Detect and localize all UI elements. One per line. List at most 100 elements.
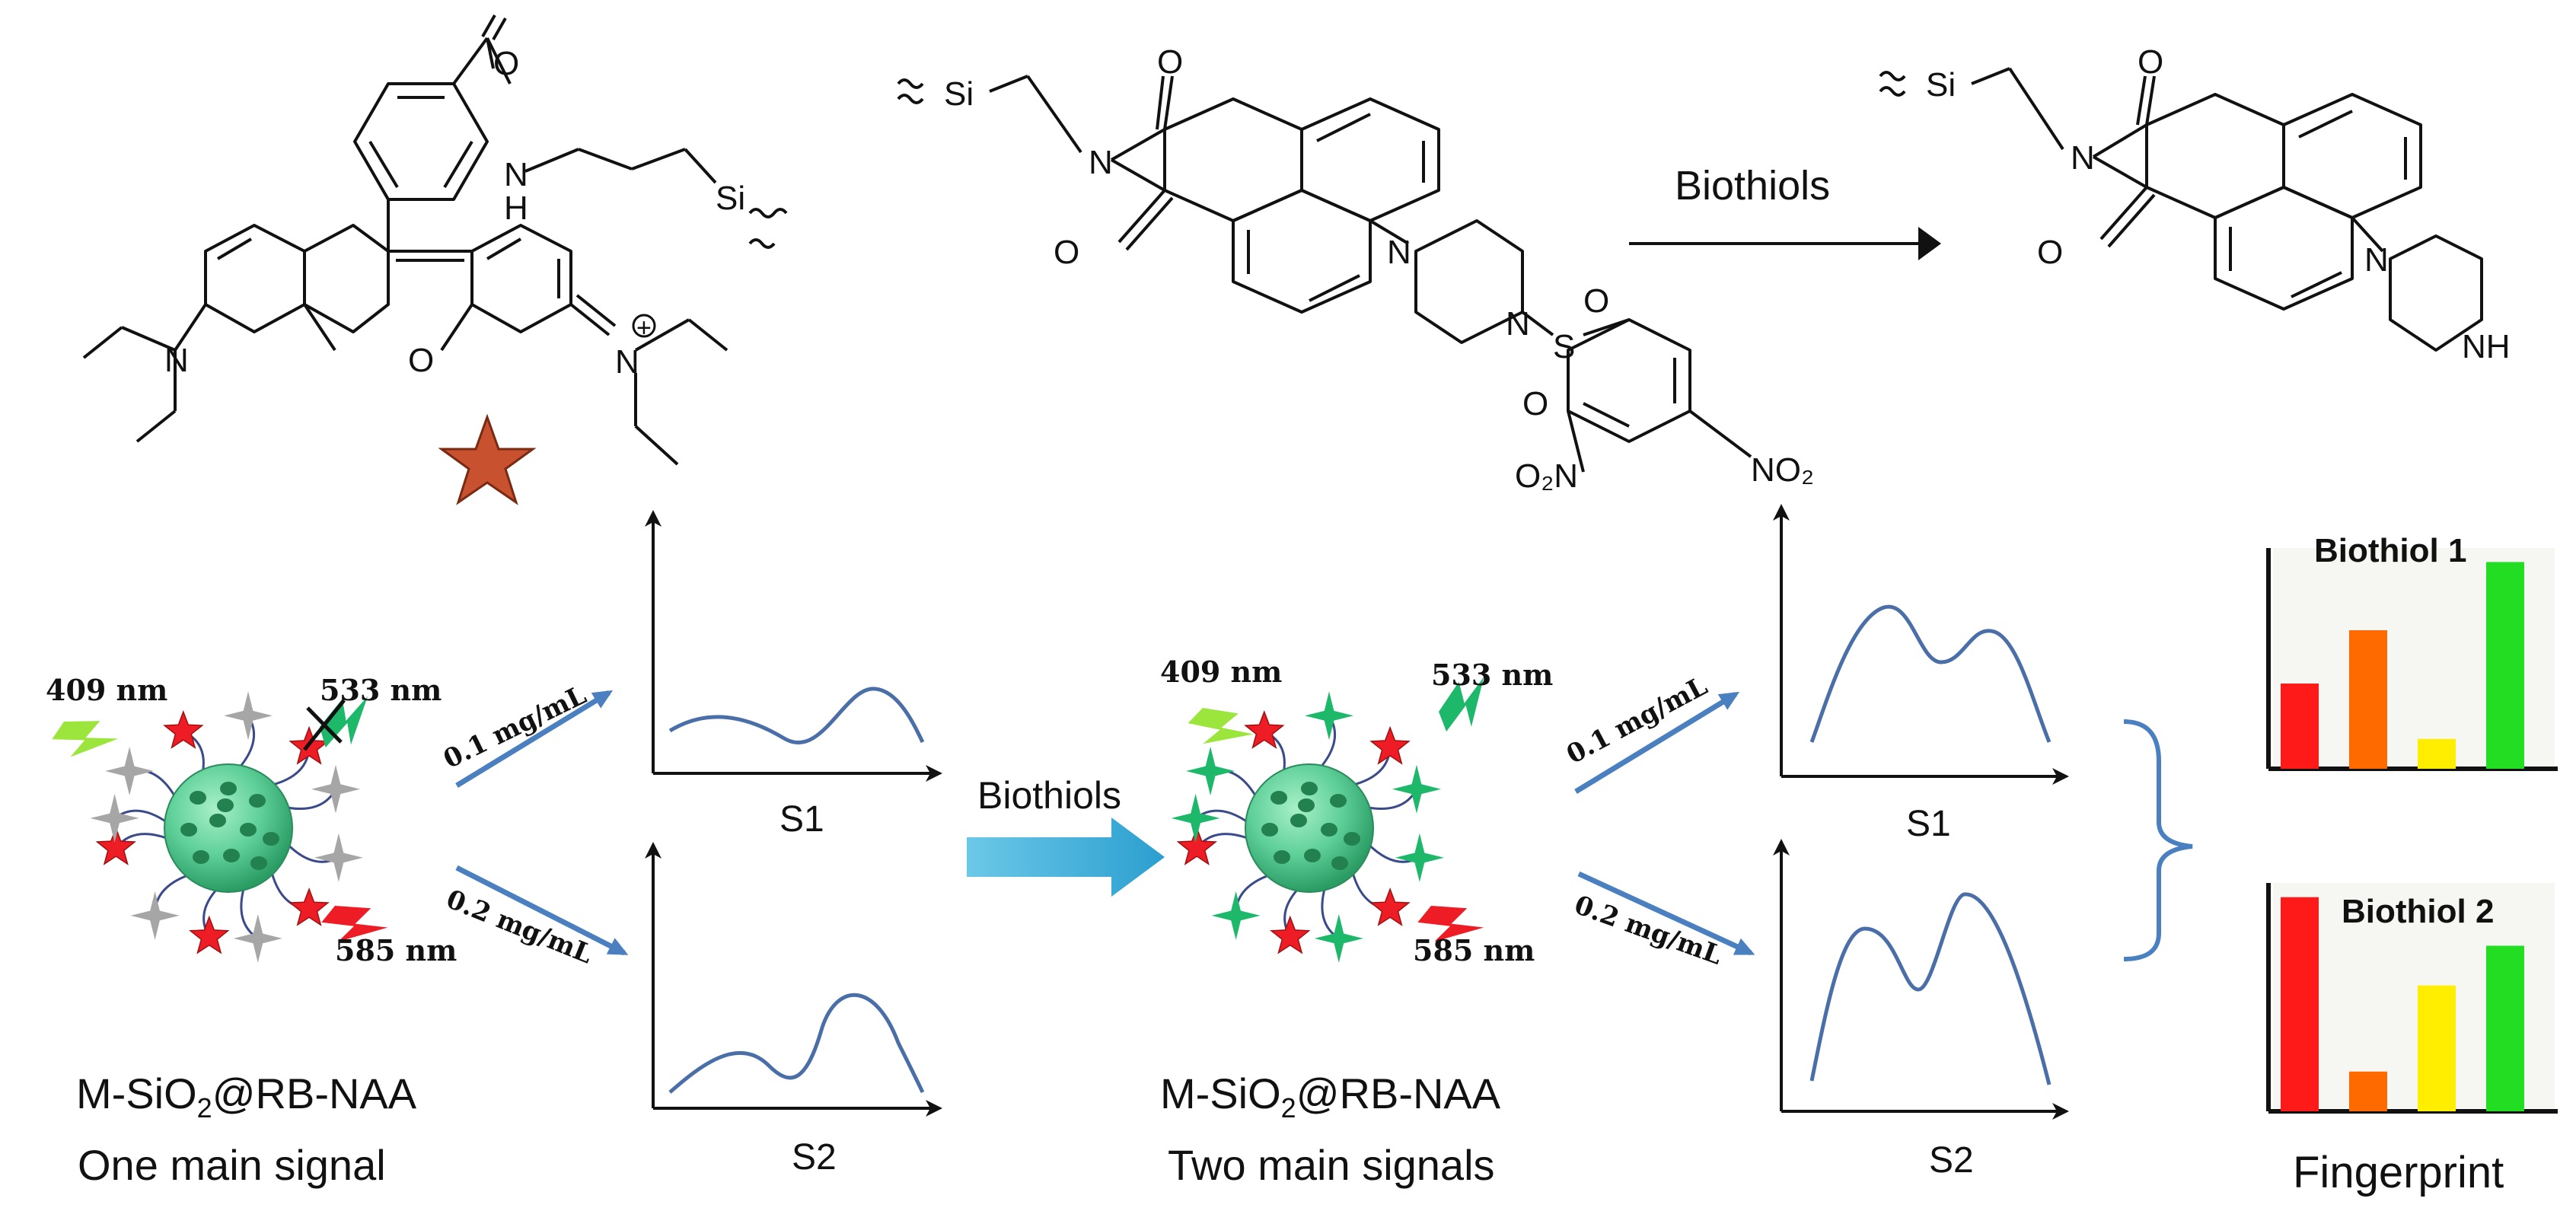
gray-star-icon [314,833,363,882]
pore [223,849,240,862]
pore [1290,814,1307,827]
red-emission-bolt-icon [321,906,388,942]
fingerprint-bar [2281,684,2319,769]
pore [1270,791,1287,805]
atom-plus: + [636,314,652,343]
gray-star-icon [311,764,360,814]
atom-o: O [2037,234,2063,271]
pore [1301,782,1318,795]
red-star-icon [289,887,330,926]
spectrum-s2-left [645,842,942,1117]
left-ex-label: 409 nm [46,673,167,707]
gray-star-icon [130,891,180,940]
red-star-icon [1369,725,1411,765]
linker [1235,873,1271,916]
atom-o: O [1157,43,1183,81]
red-star-icon [1176,826,1218,865]
pore [250,856,267,870]
atom-n: N [164,342,189,379]
green-star-icon [1171,793,1220,843]
product-structure [1879,67,2483,352]
pore [1274,850,1290,864]
green-star-icon [1395,833,1444,882]
product-atom-labels: Si O N O N NH [1926,43,2511,365]
pore [240,823,257,837]
conc-arrow-lower-left [455,865,629,956]
rhodamine-structure [82,14,788,466]
pore [1304,849,1321,862]
spectrum-label-s1-left: S1 [779,799,824,840]
mid-green-em-label: 533 nm [1431,658,1553,692]
red-star-icon [1369,887,1411,926]
gray-star-icon [90,793,139,843]
fingerprint-chart-2 [2266,883,2558,1114]
atom-si: Si [944,75,974,113]
pore [190,791,206,805]
red-star-icon [163,709,204,749]
red-star-icon [189,915,230,955]
red-star-icon [1244,709,1285,749]
pore [1321,823,1337,837]
atom-n: N [1089,144,1113,181]
green-star-icon [1186,747,1235,795]
conc-arrow-lower-right [1577,871,1755,956]
spectrum-s1-left [645,510,942,782]
spectrum-s1-right [1773,504,2069,785]
fingerprint-bar [2349,1071,2387,1111]
reaction-label: Biothiols [1675,163,1830,209]
spectrum-label-s1-right: S1 [1906,804,1951,844]
mid-particle-name: M-SiO2@RB-NAA [1160,1069,1501,1123]
atom-n: N [504,156,528,193]
pore [1298,798,1315,812]
left-particle-name: M-SiO2@RB-NAA [76,1069,417,1123]
gray-star-icon [224,691,273,741]
fingerprint-title-1: Biothiol 1 [2314,532,2466,569]
fingerprint-bar [2486,945,2524,1111]
atom-n: N [615,343,639,381]
green-emission-bolt-icon [1439,677,1484,732]
fingerprint-bar [2281,897,2319,1111]
atom-n: N [1387,234,1411,271]
pore [249,794,266,808]
atom-s: S [1553,328,1575,365]
spectrum-label-s2-right: S2 [1929,1140,1974,1181]
fingerprint-bar [2486,562,2524,769]
fingerprint-chart-1 [2266,548,2558,771]
pore [209,814,226,827]
probe-structure [897,75,1752,473]
mid-caption: Two main signals [1168,1141,1495,1189]
conc-arrow-upper-left [455,690,614,788]
pore [263,832,279,846]
process-arrow [967,817,1165,897]
gray-star-icon [105,747,155,795]
atom-o: O [1522,385,1548,422]
fingerprint-bar [2418,738,2456,769]
mid-red-em-label: 585 nm [1413,933,1535,967]
blocked-emission-mark [306,706,343,744]
probe-atom-labels: Si O N O N N S O O O₂N NO₂ [944,43,1814,495]
pore [217,798,234,812]
pore [180,823,197,837]
gray-star-icon [233,913,282,963]
atom-o: O [493,45,519,82]
atom-no2-left: O₂N [1515,457,1578,495]
pore [193,850,209,864]
mid-ex-label: 409 nm [1160,655,1282,689]
atom-si: Si [1926,66,1956,104]
excitation-bolt-icon [52,721,119,757]
process-arrow-label: Biothiols [977,774,1121,817]
green-star-icon [1392,764,1441,814]
atom-n: N [2071,139,2095,177]
rhodamine-atom-labels: O N H Si O N N + [164,45,745,381]
red-star-icon [95,826,137,865]
fingerprint-bar [2418,985,2456,1111]
green-star-icon [1305,691,1353,741]
green-star-icon [1211,891,1261,940]
atom-no2-right: NO₂ [1751,451,1814,489]
spectrum-label-s2-left: S2 [792,1137,837,1178]
fingerprint-bar [2349,630,2387,769]
atom-n: N [2364,241,2389,279]
green-star-icon [1314,913,1363,963]
